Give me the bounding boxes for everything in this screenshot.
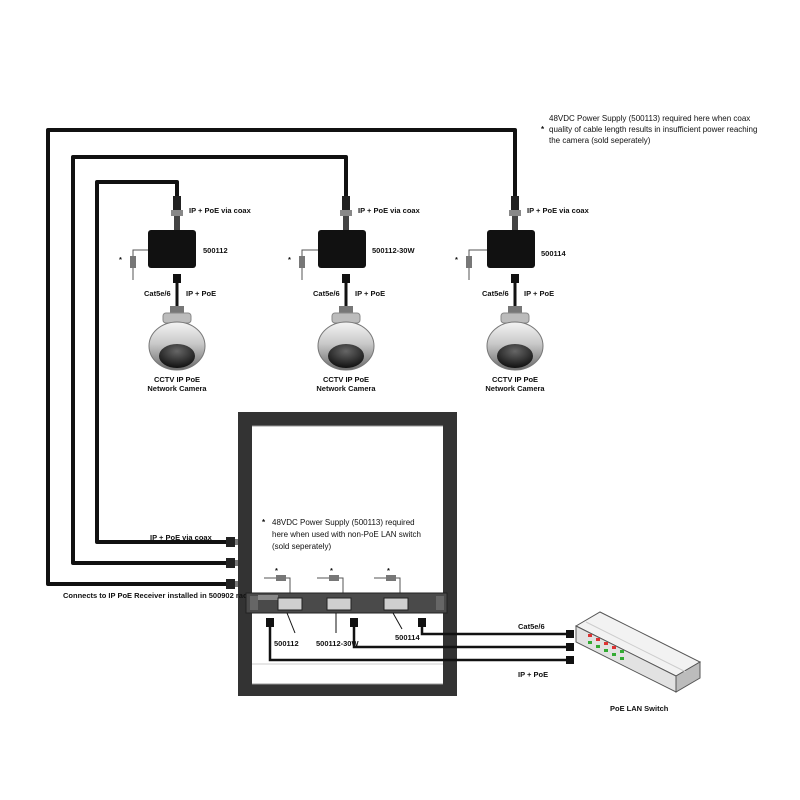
top-power-note: * 48VDC Power Supply (500113) required h…: [541, 114, 757, 145]
poe-extender-box: [148, 230, 196, 268]
rack-note-star: *: [262, 518, 266, 527]
unit-label: 500114: [541, 249, 566, 258]
camera-group-500112: IP + PoE via coax 500112 * Cat5e/6 IP + …: [119, 196, 252, 393]
bnc-plug-3: [226, 579, 240, 589]
cat-label: Cat5e/6: [144, 289, 171, 298]
unit-label: 500112-30W: [372, 246, 415, 255]
poe-extender-box: [487, 230, 535, 268]
rack-connects-label: Connects to IP PoE Receiver installed in…: [63, 591, 252, 600]
top-note-line-2: quality of cable length results in insuf…: [549, 125, 757, 134]
switch-cat-label: Cat5e/6: [518, 622, 545, 631]
camera-label-line-1: CCTV IP PoE: [323, 375, 369, 384]
rack-power-plug-1: *: [264, 566, 291, 593]
bnc-connector-icon: [509, 196, 521, 230]
rack-star-1: *: [275, 566, 278, 575]
rack-bottom-rail: [238, 684, 457, 696]
top-note-line-3: the camera (sold seperately): [549, 136, 651, 145]
bnc-plug-1: [226, 537, 240, 547]
rack-unit-label-2: 500112-30W: [316, 639, 359, 648]
receiver-module-3: [383, 597, 409, 611]
rack-unit-label-3: 500114: [395, 633, 420, 642]
rj45-plug-icon: [511, 274, 519, 283]
rack-power-note: * 48VDC Power Supply (500113) required h…: [262, 518, 421, 551]
switch-ip-label: IP + PoE: [518, 670, 548, 679]
bnc-connector-icon: [340, 196, 352, 230]
rack-top-rail: [238, 412, 457, 426]
rack-power-plug-2: *: [317, 566, 344, 593]
camera-label-line-1: CCTV IP PoE: [492, 375, 538, 384]
camera-label-line-1: CCTV IP PoE: [154, 375, 200, 384]
camera-label-line-2: Network Camera: [147, 384, 207, 393]
top-note-star: *: [541, 125, 545, 134]
dome-camera-icon: [148, 306, 206, 371]
rack-power-plug-3: *: [374, 566, 401, 593]
bnc-connector-icon: [171, 196, 183, 230]
camera-group-500114: IP + PoE via coax 500114 * Cat5e/6 IP + …: [455, 196, 590, 393]
equipment-rack: IP + PoE via coax Connects to IP PoE Rec…: [63, 412, 457, 696]
rack-right-post: [443, 412, 457, 696]
coax-label: IP + PoE via coax: [358, 206, 421, 215]
ip-label: IP + PoE: [524, 289, 554, 298]
bnc-plug-2: [226, 558, 240, 568]
coax-label: IP + PoE via coax: [189, 206, 252, 215]
cat-label: Cat5e/6: [482, 289, 509, 298]
poe-lan-switch-icon: PoE LAN Switch: [574, 611, 702, 713]
receiver-module-1: [277, 597, 303, 611]
power-plug-icon: [130, 249, 148, 280]
camera-group-500112-30w: IP + PoE via coax 500112-30W * Cat5e/6 I…: [288, 196, 421, 393]
rack-note-line-3: (sold seperately): [272, 542, 331, 551]
camera-label-line-2: Network Camera: [316, 384, 376, 393]
switch-name-label: PoE LAN Switch: [610, 704, 669, 713]
rack-coax-label: IP + PoE via coax: [150, 533, 213, 542]
power-star: *: [455, 255, 458, 264]
poe-extender-box: [318, 230, 366, 268]
rack-note-line-2: here when used with non-PoE LAN switch: [272, 530, 421, 539]
coax-cable-camera-3: [46, 128, 517, 586]
coax-label: IP + PoE via coax: [527, 206, 590, 215]
rack-unit-label-1: 500112: [274, 639, 299, 648]
power-plug-icon: [299, 249, 318, 280]
ip-label: IP + PoE: [355, 289, 385, 298]
power-plug-icon: [466, 249, 487, 280]
coax-cable-camera-1: [95, 180, 228, 544]
rack-star-2: *: [330, 566, 333, 575]
rj45-plug-icon: [342, 274, 350, 283]
dome-camera-icon: [486, 306, 544, 371]
power-star: *: [119, 255, 122, 264]
rj45-plug-icon: [173, 274, 181, 283]
lan-cables: Cat5e/6 IP + PoE: [266, 618, 574, 679]
camera-label-line-2: Network Camera: [485, 384, 545, 393]
ip-label: IP + PoE: [186, 289, 216, 298]
unit-label: 500112: [203, 246, 228, 255]
power-star: *: [288, 255, 291, 264]
cat-label: Cat5e/6: [313, 289, 340, 298]
top-note-line-1: 48VDC Power Supply (500113) required her…: [549, 114, 750, 123]
rack-left-post: [238, 412, 252, 696]
rack-star-3: *: [387, 566, 390, 575]
coax-cable-camera-2: [71, 155, 348, 565]
rack-receiver-panel: [245, 592, 448, 614]
rack-note-line-1: 48VDC Power Supply (500113) required: [272, 518, 415, 527]
receiver-module-2: [326, 597, 352, 611]
coax-cable-runs: [46, 128, 517, 589]
dome-camera-icon: [317, 306, 375, 371]
switch-port-leds: [588, 634, 624, 660]
